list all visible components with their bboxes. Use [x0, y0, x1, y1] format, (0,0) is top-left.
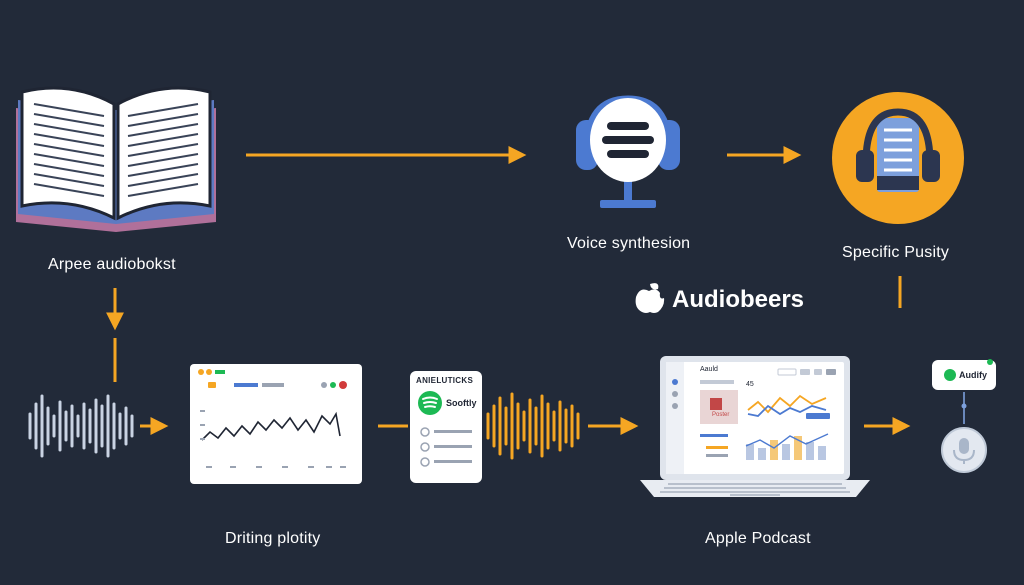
microphone-headset-icon: [576, 95, 680, 208]
laptop-side-value: 45: [746, 381, 754, 388]
laptop-screen-title: Aauld: [700, 366, 718, 373]
open-book-icon: [16, 86, 216, 232]
laptop-bar-chart: [746, 436, 826, 460]
voice-mic-icon: [941, 427, 987, 473]
apple-podcast-label: Apple Podcast: [705, 530, 811, 547]
spotify-card-header: ANIELUTICKS: [416, 376, 474, 385]
brand-title: Audiobeers: [672, 286, 805, 313]
spotify-icon: [422, 396, 438, 408]
spotify-card-name: Sooftly: [446, 398, 477, 408]
spotify-card: [410, 371, 482, 483]
source-book-label: Arpee audiobokst: [48, 256, 176, 273]
audify-badge: [932, 359, 996, 424]
source-waveform: [28, 394, 134, 458]
specific-purity-label: Specific Pusity: [842, 244, 950, 261]
output-waveform: [486, 392, 580, 460]
apple-logo-icon: [635, 283, 665, 313]
headphones-book-icon: [832, 92, 964, 224]
laptop-thumb-label: Poster: [712, 412, 730, 418]
audify-label: Audify: [959, 370, 987, 380]
flow-arrows: [106, 146, 911, 435]
laptop-icon: [640, 356, 870, 497]
drafting-chart-window: [190, 364, 362, 484]
voice-synthesis-label: Voice synthesion: [567, 235, 691, 252]
drafting-label: Driting plotity: [225, 530, 321, 547]
